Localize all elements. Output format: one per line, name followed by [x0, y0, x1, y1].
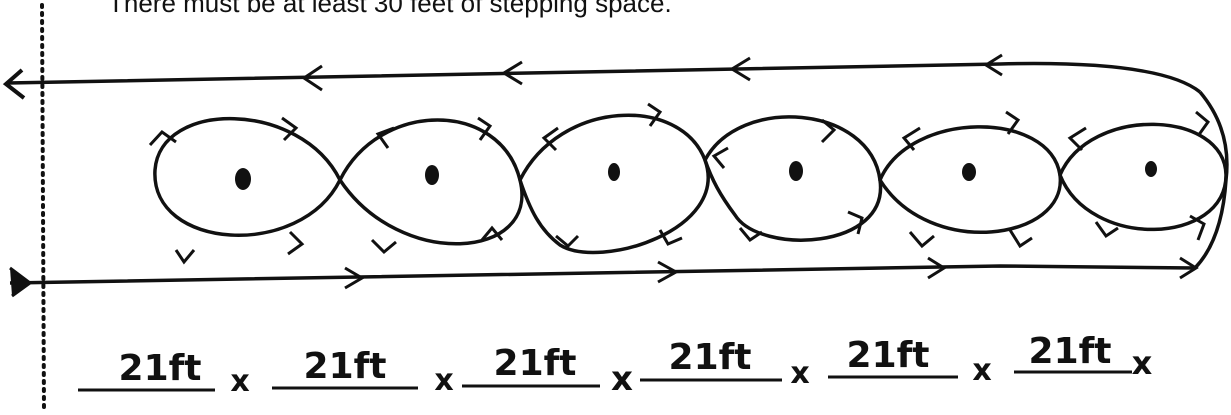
- loop-arrow-icon: [480, 225, 504, 241]
- segment-label: 21ft: [669, 337, 752, 378]
- loop-arrow-icon: [1189, 214, 1206, 241]
- loop-arrow-icon: [1005, 110, 1021, 135]
- segment-marker: x: [1132, 344, 1153, 382]
- arrow-right-icon: [344, 266, 365, 290]
- loop-arrow-icon: [820, 118, 837, 144]
- center-dot: [425, 165, 439, 185]
- instruction-caption: There must be at least 30 feet of steppi…: [108, 0, 672, 18]
- segment-label: 21ft: [304, 346, 387, 387]
- loop-arrow-icon: [174, 249, 196, 265]
- measurement-row: 21ft x 21ft x 21ft x 21ft x 21ft: [78, 331, 1153, 399]
- right-turn-curve: [1193, 90, 1229, 270]
- segment-1: 21ft x: [78, 348, 250, 399]
- loop-arrow-icon: [148, 130, 177, 147]
- loop-arrow-icon: [1094, 221, 1119, 239]
- exit-arrow-icon: [2, 68, 26, 100]
- segment-2: 21ft x: [272, 346, 454, 398]
- loop-pair-1: [153, 117, 524, 246]
- loop-arrow-icon: [738, 227, 763, 242]
- center-dot: [608, 163, 620, 181]
- loop-arrow-icon: [555, 234, 580, 249]
- center-dot: [1145, 161, 1157, 177]
- loop-3: [518, 113, 710, 255]
- loop-arrow-icon: [287, 230, 305, 256]
- segment-4: 21ft x: [640, 337, 810, 391]
- arrow-right-icon: [1179, 256, 1199, 280]
- loop-chain: [153, 113, 1228, 255]
- loop-arrow-icon: [1195, 110, 1211, 137]
- segment-label: 21ft: [1029, 331, 1112, 372]
- arrow-right-icon: [927, 256, 947, 280]
- loop-arrow-icon: [847, 210, 864, 235]
- segment-marker: x: [230, 364, 249, 399]
- segment-5: 21ft x: [828, 335, 992, 388]
- loop-arrow-icon: [647, 102, 663, 127]
- segment-label: 21ft: [119, 348, 202, 389]
- loop-arrow-icon: [477, 116, 493, 141]
- loop-arrow-icon: [370, 238, 397, 255]
- arrow-left-icon: [983, 53, 1003, 77]
- arrow-left-icon: [301, 64, 323, 92]
- bottom-entry-line: [9, 264, 1196, 285]
- loop-arrow-icon: [901, 126, 921, 151]
- entry-arrow-icon: [9, 266, 33, 298]
- top-return-line: [7, 61, 1202, 94]
- segment-label: 21ft: [847, 335, 930, 376]
- segment-marker: x: [790, 356, 809, 391]
- segment-marker: x: [611, 359, 633, 399]
- loop-direction-arrows: [148, 102, 1211, 265]
- loop-arrow-icon: [1067, 126, 1087, 152]
- center-dot: [789, 161, 803, 181]
- loop-arrow-icon: [1008, 229, 1033, 249]
- arrow-left-icon: [501, 60, 523, 86]
- start-line: [40, 3, 46, 414]
- loop-arrow-icon: [711, 146, 729, 169]
- loop-arrow-icon: [375, 126, 395, 149]
- arrow-right-icon: [657, 260, 680, 284]
- segment-marker: x: [972, 353, 991, 388]
- segment-marker: x: [434, 363, 453, 398]
- center-dot: [962, 163, 976, 181]
- segment-6: 21ft x: [1014, 331, 1153, 382]
- center-dot: [235, 168, 251, 190]
- loop-arrow-icon: [541, 126, 559, 152]
- loop-6: [1058, 122, 1228, 232]
- segment-label: 21ft: [494, 343, 577, 384]
- loop-4: [703, 115, 883, 242]
- loop-arrow-icon: [281, 116, 299, 142]
- segment-3: 21ft x: [462, 343, 633, 399]
- loop-arrow-icon: [908, 231, 935, 249]
- loop-arrow-icon: [658, 229, 683, 246]
- arrow-left-icon: [729, 56, 751, 82]
- loop-center-dots: [235, 161, 1157, 190]
